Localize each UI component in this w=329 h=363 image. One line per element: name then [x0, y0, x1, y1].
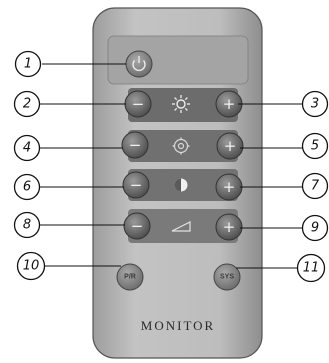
volume-minus-button[interactable]: −: [123, 212, 151, 240]
svg-text:2: 2: [23, 97, 31, 112]
callout-11: 11: [296, 253, 326, 283]
contrast-icon: [174, 178, 188, 192]
callout-9: 9: [301, 214, 329, 242]
gear-icon: [172, 137, 190, 155]
callout-6: 6: [13, 173, 41, 201]
callout-2: 2: [13, 90, 41, 118]
minus-sign: −: [130, 176, 143, 194]
power-icon: [132, 56, 146, 72]
brightness-minus-button[interactable]: −: [124, 90, 152, 118]
plus-sign: +: [223, 218, 236, 236]
menu-button-label: P/R: [124, 274, 136, 281]
svg-text:10: 10: [23, 259, 40, 274]
callout-7: 7: [301, 172, 329, 200]
svg-text:3: 3: [311, 97, 319, 112]
minus-sign: −: [131, 217, 144, 235]
contrast-plus-button[interactable]: +: [215, 173, 243, 201]
callout-5: 5: [301, 132, 329, 160]
plus-sign: +: [223, 95, 236, 113]
svg-text:5: 5: [311, 139, 319, 154]
svg-text:7: 7: [311, 179, 320, 194]
power-button[interactable]: [125, 50, 153, 78]
brightness-plus-button[interactable]: +: [215, 90, 243, 118]
mode-plus-button[interactable]: +: [216, 132, 244, 160]
sys-button[interactable]: SYS: [213, 263, 241, 291]
control-panel-row-1: [128, 88, 238, 122]
brand-label: MONITOR: [141, 318, 215, 333]
sys-button-label: SYS: [220, 274, 234, 281]
callout-8: 8: [13, 211, 41, 239]
svg-text:8: 8: [23, 218, 31, 233]
minus-sign: −: [132, 95, 145, 113]
leader-lines: [40, 63, 305, 269]
plus-sign: +: [223, 178, 236, 196]
contrast-minus-button[interactable]: −: [122, 171, 150, 199]
sun-icon: [172, 95, 190, 113]
svg-text:4: 4: [23, 141, 31, 156]
svg-text:11: 11: [303, 261, 320, 276]
mode-minus-button[interactable]: −: [121, 131, 149, 159]
callout-3: 3: [301, 90, 329, 118]
menu-button[interactable]: P/R: [116, 263, 144, 291]
svg-text:9: 9: [311, 221, 319, 236]
svg-text:1: 1: [24, 57, 32, 72]
volume-plus-button[interactable]: +: [215, 213, 243, 241]
svg-text:6: 6: [23, 180, 31, 195]
minus-sign: −: [129, 136, 142, 154]
volume-icon: [171, 221, 191, 232]
callout-4: 4: [13, 134, 41, 162]
plus-sign: +: [224, 137, 237, 155]
callout-10: 10: [16, 251, 46, 281]
callout-1: 1: [14, 50, 42, 78]
